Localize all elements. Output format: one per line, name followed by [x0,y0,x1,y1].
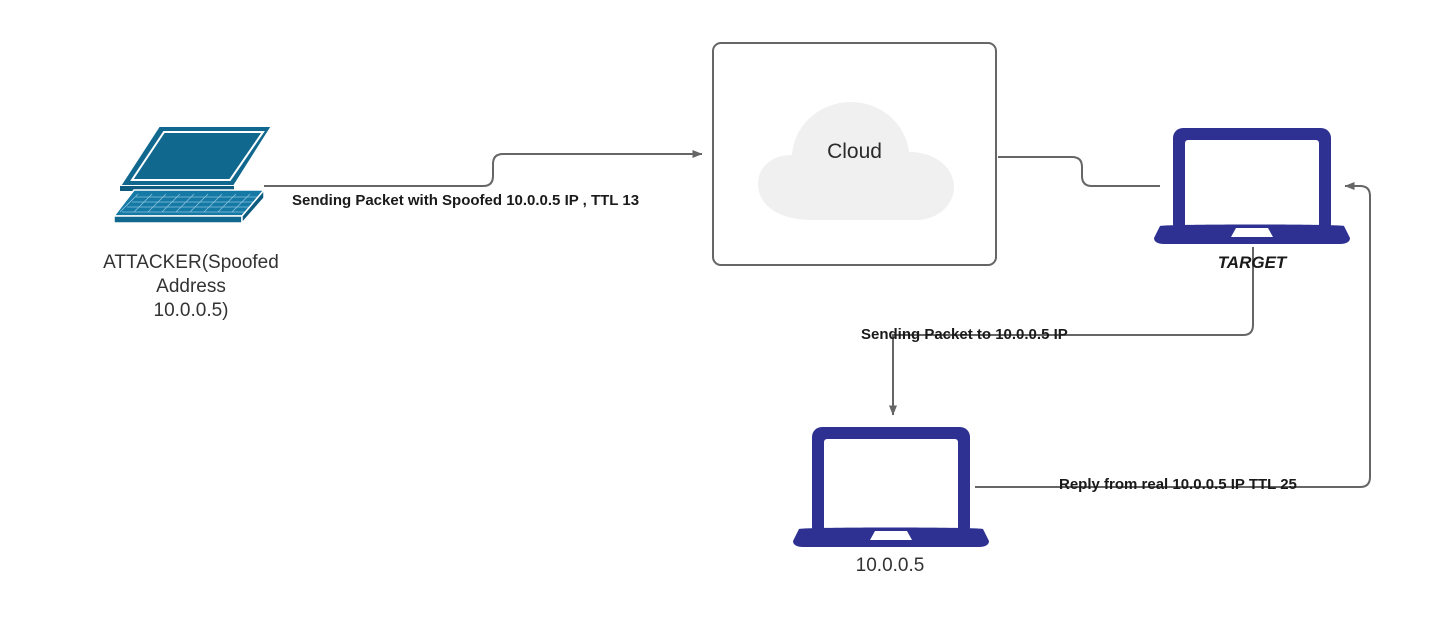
edge-label-target-to-victim: Sending Packet to 10.0.0.5 IP [861,326,1068,343]
cloud-label: Cloud [827,140,882,163]
edge-target-to-victim [889,247,1254,416]
edge-label-victim-to-target: Reply from real 10.0.0.5 IP TTL 25 [1059,476,1297,493]
laptop-icon-victim[interactable] [793,425,989,547]
target-label: TARGET [1217,253,1287,272]
cloud-icon [758,102,954,220]
edge-label-attacker-to-cloud: Sending Packet with Spoofed 10.0.0.5 IP … [292,192,640,209]
edge-victim-to-target [975,182,1371,488]
laptop-isometric-icon[interactable] [112,124,274,224]
laptop-icon-target[interactable] [1154,126,1350,244]
victim-label: 10.0.0.5 [855,555,925,576]
attacker-label: ATTACKER(Spoofed Address 10.0.0.5) [103,252,279,321]
edge-cloud-to-target [998,156,1160,187]
edge-attacker-to-cloud [264,150,703,187]
